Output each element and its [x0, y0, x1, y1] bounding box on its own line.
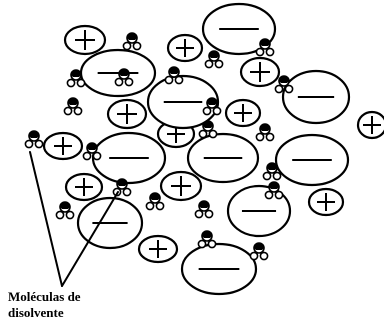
ions-layer [42, 2, 384, 296]
solvent-molecules-caption: Moléculas de disolvente [8, 289, 168, 321]
solvent-molecule [204, 50, 224, 69]
solvent-molecule [114, 68, 134, 87]
cation [307, 187, 345, 217]
solvent-molecule [164, 66, 184, 85]
solvent-molecule [194, 200, 214, 219]
solvent-molecule [197, 230, 217, 249]
caption-line-1: Moléculas de [8, 289, 81, 304]
pointer-line-2 [61, 191, 119, 287]
cation [137, 234, 179, 264]
cation [106, 98, 148, 130]
cation [356, 110, 384, 140]
anion [91, 131, 167, 185]
solvent-molecule [145, 192, 165, 211]
caption-line-2: disolvente [8, 305, 64, 320]
solvent-molecule [55, 201, 75, 220]
solvent-molecule [255, 38, 275, 57]
anion [226, 184, 292, 238]
cation [166, 33, 204, 63]
cation [64, 172, 104, 202]
cation [224, 98, 262, 128]
solvent-molecule [274, 75, 294, 94]
anion [274, 133, 350, 187]
solvent-molecule [255, 123, 275, 142]
cation [159, 170, 203, 202]
anion [281, 69, 351, 125]
anion [146, 74, 220, 130]
solvent-molecule [63, 97, 83, 116]
solvent-molecule [202, 97, 222, 116]
solvent-molecule [198, 120, 218, 139]
anion [201, 2, 277, 56]
anion [186, 132, 260, 184]
solvent-molecule [24, 130, 44, 149]
cation [239, 56, 281, 88]
cation [42, 131, 84, 161]
solvent-molecules-layer [24, 32, 294, 261]
solvent-molecule [264, 181, 284, 200]
caption-pointer-lines [29, 151, 119, 287]
solvent-molecule [122, 32, 142, 51]
anion [76, 196, 144, 250]
solvent-molecule [82, 142, 102, 161]
solvent-molecule [249, 242, 269, 261]
anion [79, 48, 157, 98]
cation [63, 24, 107, 56]
solvent-molecule [66, 69, 86, 88]
solvent-molecule [262, 162, 282, 181]
pointer-line-1 [29, 151, 63, 287]
anion [180, 242, 258, 296]
